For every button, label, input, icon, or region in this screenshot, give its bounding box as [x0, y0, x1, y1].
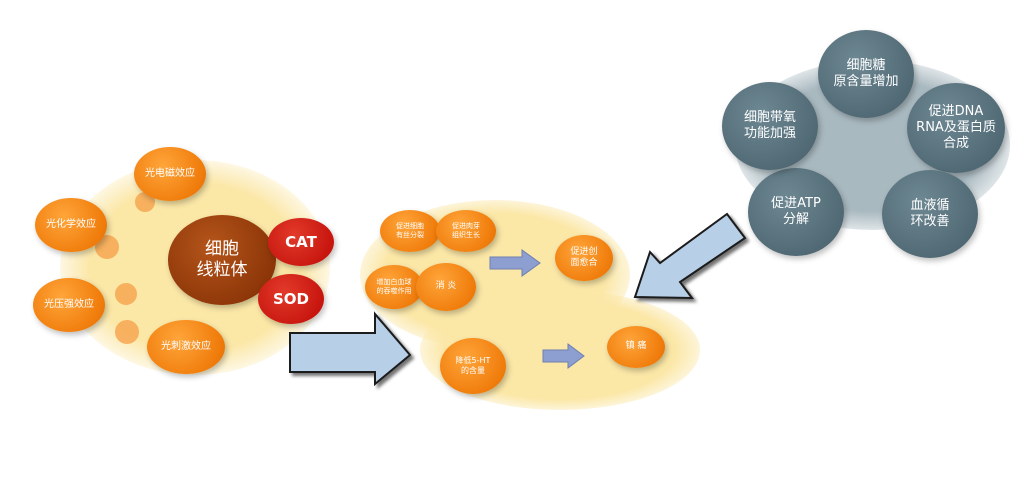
photochemical-effect-circle: 光化学效应 [35, 198, 107, 252]
photoelectric-effect-circle: 光电磁效应 [134, 147, 206, 201]
cat-circle: CAT [268, 218, 334, 266]
light-stimulation-effect-circle: 光刺激效应 [147, 320, 225, 374]
sod-circle: SOD [258, 274, 324, 324]
arrow-down-left-icon [633, 212, 747, 300]
decor-dot [135, 192, 155, 212]
promote-cell-mitosis-circle: 促进细胞 有丝分裂 [380, 210, 440, 252]
dna-rna-protein-circle: 促进DNA RNA及蛋白质 合成 [907, 83, 1005, 173]
promote-healing-circle: 促进创 面愈合 [555, 235, 613, 281]
mitochondria-circle: 细胞 线粒体 [168, 215, 276, 305]
cell-oxygen-circle: 细胞带氧 功能加强 [722, 82, 818, 170]
blood-circulation-circle: 血液循 环改善 [882, 170, 978, 258]
light-pressure-effect-circle: 光压强效应 [33, 278, 105, 332]
arrow-right-icon [289, 311, 412, 387]
analgesia-circle: 镇 痛 [607, 326, 665, 368]
decor-dot [115, 283, 137, 305]
small-arrow-right-icon [542, 343, 585, 369]
atp-decomposition-circle: 促进ATP 分解 [748, 168, 844, 256]
small-arrow-right-icon [489, 249, 541, 277]
anti-inflammation-circle: 消 炎 [416, 263, 476, 311]
increase-phagocytosis-circle: 增加白血球 的吞噬作用 [365, 265, 423, 309]
glycogen-increase-circle: 细胞糖 原含量增加 [818, 30, 914, 118]
decor-dot [115, 320, 139, 344]
reduce-5ht-circle: 降低5-HT 的含量 [440, 338, 506, 394]
promote-granulation-circle: 促进肉芽 组织生长 [436, 210, 496, 252]
